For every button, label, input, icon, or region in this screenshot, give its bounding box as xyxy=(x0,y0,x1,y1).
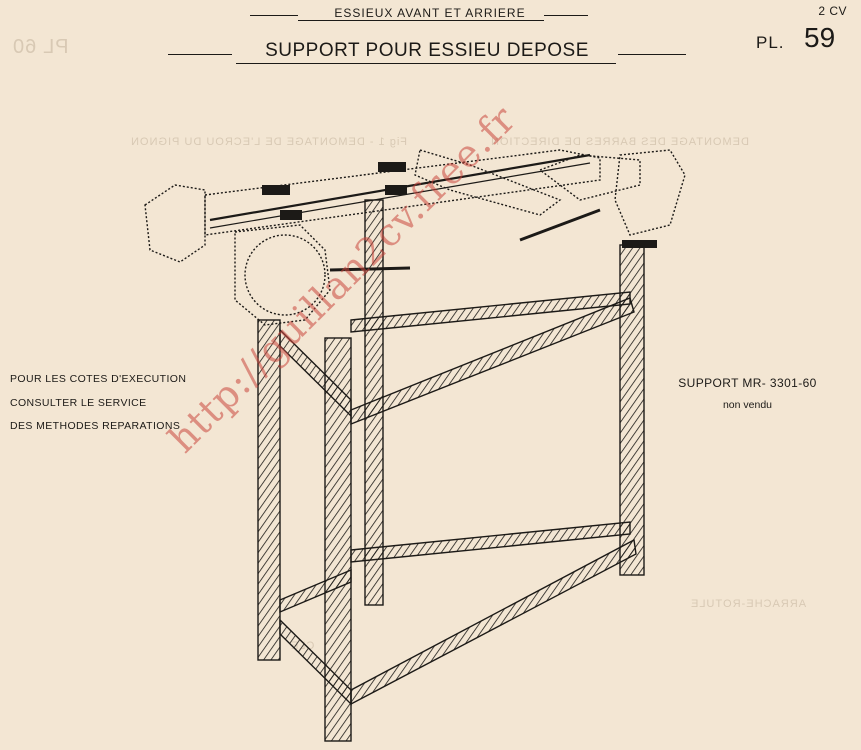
model-label: 2 CV xyxy=(818,4,847,18)
support-reference: SUPPORT MR- 3301-60 xyxy=(678,376,817,390)
plate-label: PL. xyxy=(756,33,785,52)
axle-outline xyxy=(144,149,686,326)
section-rule-right xyxy=(544,15,588,16)
stand-braces xyxy=(279,291,637,706)
note-line-1: POUR LES COTES D'EXECUTION xyxy=(10,373,187,385)
page-title: SUPPORT POUR ESSIEU DEPOSE xyxy=(265,40,589,61)
note-line-3: DES METHODES REPARATIONS xyxy=(10,420,181,432)
support-status: non vendu xyxy=(722,399,773,411)
section-rule-left xyxy=(250,15,298,16)
title-rule-right xyxy=(618,54,686,55)
section-title: ESSIEUX AVANT ET ARRIERE xyxy=(334,6,526,20)
axle-clamps xyxy=(262,162,657,248)
plate-number: 59 xyxy=(804,22,836,53)
section-rule-under xyxy=(298,20,544,21)
note-line-2: CONSULTER LE SERVICE xyxy=(10,397,147,409)
title-rule-under xyxy=(236,63,616,64)
title-rule-left xyxy=(168,54,232,55)
